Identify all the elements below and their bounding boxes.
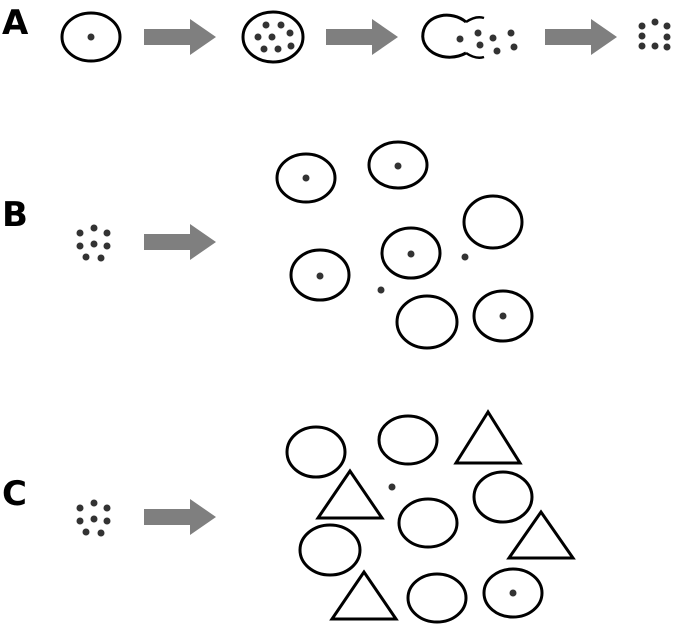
infected-cell-icon: [241, 10, 305, 64]
arrow-right-icon: [144, 224, 216, 260]
panel-a-label: A: [2, 3, 29, 43]
lysing-cell-icon: [421, 13, 518, 60]
infected-cell-icon: [482, 567, 544, 619]
virus-particle-icon: [388, 483, 396, 491]
virus-particle-cluster-icon: [76, 224, 111, 262]
cell-icon: [395, 294, 459, 350]
arrow-right-icon: [545, 19, 617, 55]
panel-c-label: C: [2, 474, 27, 514]
cell-icon: [298, 523, 362, 577]
cell-icon: [377, 414, 439, 466]
arrow-right-icon: [326, 19, 398, 55]
triangle-cell-icon: [329, 569, 399, 621]
panel-c: C: [2, 409, 576, 624]
infected-cell-icon: [367, 140, 429, 190]
infected-cell-icon: [289, 248, 351, 302]
cell-population-b: [275, 140, 534, 350]
cell-icon: [462, 194, 524, 250]
virus-particle-cluster-icon: [76, 499, 111, 537]
infected-cell-icon: [472, 289, 534, 343]
triangle-cell-icon: [315, 468, 385, 520]
infected-cell-icon: [380, 226, 442, 280]
cell-icon: [406, 572, 468, 624]
arrow-right-icon: [144, 19, 216, 55]
healthy-cell-icon: [60, 11, 122, 63]
panel-b: B: [2, 140, 534, 350]
virus-particle-icon: [461, 253, 469, 261]
panel-a: A: [2, 3, 671, 64]
triangle-cell-icon: [453, 409, 523, 465]
cell-icon: [285, 425, 347, 479]
cell-population-c: [285, 409, 576, 624]
cell-icon: [397, 497, 459, 549]
arrow-right-icon: [144, 499, 216, 535]
virus-particle-cluster-icon: [638, 18, 671, 51]
panel-b-label: B: [2, 195, 28, 235]
infected-cell-icon: [275, 152, 337, 204]
cell-icon: [472, 470, 534, 524]
virus-particle-icon: [377, 286, 385, 294]
triangle-cell-icon: [506, 509, 576, 560]
